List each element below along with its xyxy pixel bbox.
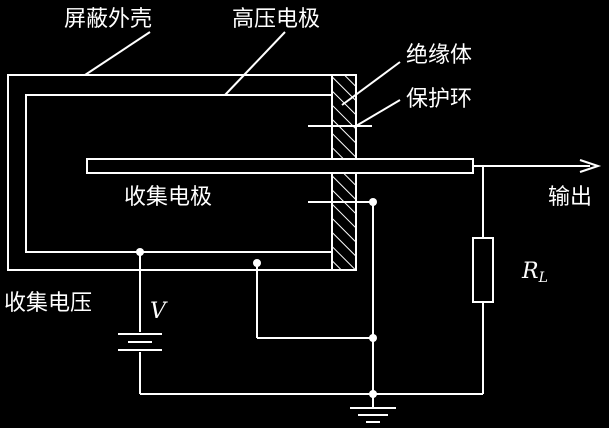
- load-resistor-label-base: R: [521, 259, 539, 284]
- collector-voltage-label: 收集电压: [4, 291, 92, 316]
- shield-shell: [7, 74, 332, 271]
- load-resistor: [472, 237, 494, 303]
- leader-guard-ring: [355, 99, 401, 127]
- leader-shield: [84, 31, 151, 76]
- high-voltage-electrode: [25, 94, 332, 253]
- leader-high-voltage: [224, 31, 286, 96]
- shield-shell-label: 屏蔽外壳: [64, 7, 152, 32]
- junction-dot: [136, 248, 144, 256]
- junction-dot: [253, 259, 261, 267]
- guard-ring-label: 保护环: [406, 87, 472, 112]
- junction-dot: [369, 198, 377, 206]
- output-arrow: [579, 159, 602, 173]
- output-label: 输出: [548, 185, 592, 210]
- junction-dot: [369, 390, 377, 398]
- load-resistor-label-sub: L: [538, 270, 548, 286]
- leader-insulator: [341, 61, 401, 106]
- junction-dot: [369, 334, 377, 342]
- collector-electrode-label: 收集电极: [124, 185, 212, 210]
- high-voltage-electrode-label: 高压电极: [232, 7, 320, 32]
- collector-electrode-rod: [86, 158, 474, 174]
- load-resistor-label: RL: [521, 259, 548, 286]
- voltage-symbol-label: V: [150, 299, 168, 324]
- insulator-label: 绝缘体: [406, 43, 472, 68]
